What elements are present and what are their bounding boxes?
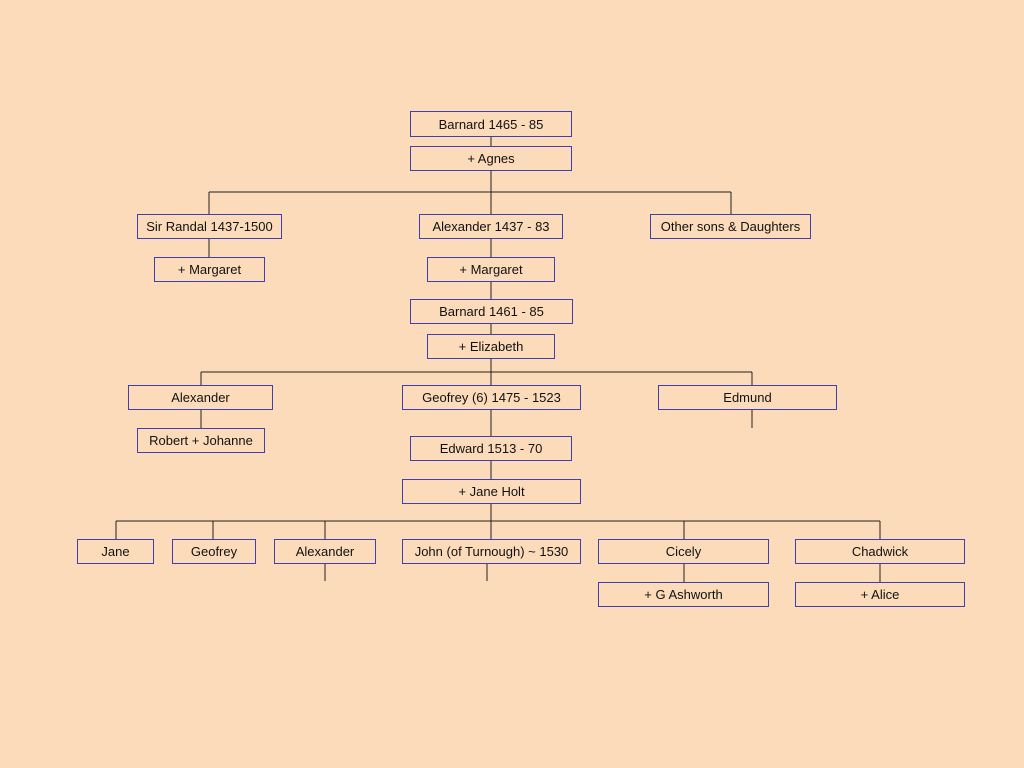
person-label: + Elizabeth	[458, 339, 524, 354]
person-chadwick: Chadwick	[795, 539, 965, 564]
person-other-sons-daughters: Other sons & Daughters	[650, 214, 811, 239]
person-cicely: Cicely	[598, 539, 769, 564]
person-label: Chadwick	[851, 544, 909, 559]
spouse-jane-holt: + Jane Holt	[402, 479, 581, 504]
person-label: Alexander	[295, 544, 355, 559]
spouse-agnes: + Agnes	[410, 146, 572, 171]
person-label: Jane	[101, 544, 130, 559]
person-label: Geofrey	[190, 544, 238, 559]
person-geofrey-1475: Geofrey (6) 1475 - 1523	[402, 385, 581, 410]
person-geofrey: Geofrey	[172, 539, 256, 564]
person-edmund: Edmund	[658, 385, 837, 410]
person-label: Other sons & Daughters	[660, 219, 801, 234]
spouse-g-ashworth: + G Ashworth	[598, 582, 769, 607]
person-label: Cicely	[665, 544, 702, 559]
person-label: + Margaret	[177, 262, 242, 277]
person-barnard-1461: Barnard 1461 - 85	[410, 299, 573, 324]
person-label: + G Ashworth	[644, 587, 723, 602]
person-label: Robert + Johanne	[149, 433, 253, 448]
person-label: John (of Turnough) ~ 1530	[414, 544, 569, 559]
spouse-elizabeth: + Elizabeth	[427, 334, 555, 359]
person-label: Alexander	[171, 390, 230, 405]
person-jane: Jane	[77, 539, 154, 564]
person-label: Geofrey (6) 1475 - 1523	[422, 390, 561, 405]
person-label: Barnard 1461 - 85	[439, 304, 544, 319]
spouse-alice: + Alice	[795, 582, 965, 607]
person-sir-randal: Sir Randal 1437-1500	[137, 214, 282, 239]
person-label: Alexander 1437 - 83	[432, 219, 550, 234]
person-label: + Agnes	[467, 151, 515, 166]
person-john-turnough: John (of Turnough) ~ 1530	[402, 539, 581, 564]
person-label: + Jane Holt	[458, 484, 525, 499]
person-label: Sir Randal 1437-1500	[146, 219, 273, 234]
person-label: + Alice	[860, 587, 900, 602]
person-barnard-1465: Barnard 1465 - 85	[410, 111, 572, 137]
person-label: Barnard 1465 - 85	[438, 116, 544, 132]
person-alexander-3: Alexander	[274, 539, 376, 564]
person-robert-johanne: Robert + Johanne	[137, 428, 265, 453]
person-edward-1513: Edward 1513 - 70	[410, 436, 572, 461]
spouse-margaret-1: + Margaret	[154, 257, 265, 282]
person-label: Edward 1513 - 70	[439, 441, 543, 456]
person-alexander-1437: Alexander 1437 - 83	[419, 214, 563, 239]
spouse-margaret-2: + Margaret	[427, 257, 555, 282]
person-alexander-2: Alexander	[128, 385, 273, 410]
person-label: Edmund	[723, 390, 772, 405]
person-label: + Margaret	[459, 262, 523, 277]
